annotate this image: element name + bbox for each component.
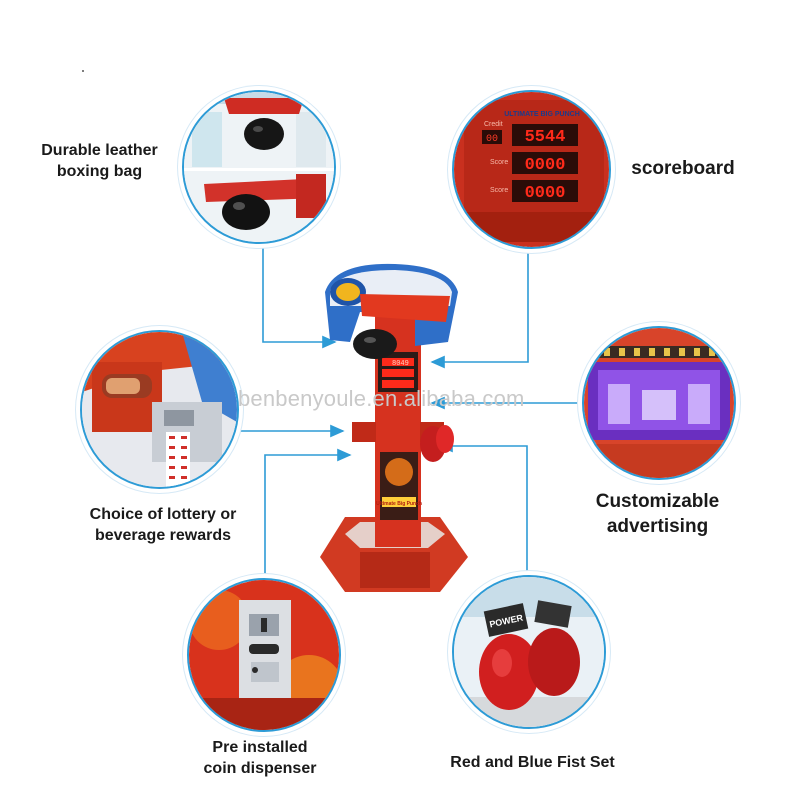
label-advertising-line-1: Customizable [595,491,720,512]
feature-image-scoreboard: ULTIMATE BIG PUNCH Credit 00 5544 Score … [452,90,611,249]
connector-bag [262,245,337,349]
scoreboard-value-1: 5544 [525,128,566,147]
label-bag-line-2: boxing bag [56,162,143,180]
label-bag-line-1: Durable leather [41,142,158,159]
label-bag: Durable leather boxing bag [22,141,177,183]
scoreboard-score-label-2: Score [490,187,508,194]
feature-image-bag [182,90,336,244]
label-scoreboard: scoreboard [618,157,748,182]
scoreboard-value-2: 0000 [525,156,566,175]
machine-front-title: Ultimate Big Punch [376,501,422,507]
scoreboard-title: ULTIMATE BIG PUNCH [504,111,580,118]
label-rewards-line-2: beverage rewards [94,526,232,544]
label-fists: Red and Blue Fist Set [430,753,635,774]
label-coin-line-2: coin dispenser [203,759,317,777]
mini-display: 8049 [392,360,409,368]
watermark-text: benbenyoule.en.alibaba.com [238,386,525,411]
machine-bag-icon [353,329,397,359]
scoreboard-credit-label: Credit [484,121,503,128]
scoreboard-score-label-1: Score [490,159,508,166]
label-fists-line-1: Red and Blue Fist Set [450,754,615,771]
label-rewards-line-1: Choice of lottery or [89,506,237,523]
label-coin: Pre installed coin dispenser [185,738,335,780]
connector-coin [264,448,352,575]
label-rewards: Choice of lottery or beverage rewards [63,505,263,547]
label-scoreboard-line-1: scoreboard [631,158,735,179]
stray-dot [82,70,84,72]
connector-scoreboard [430,245,529,369]
label-coin-line-1: Pre installed [212,739,308,756]
feature-image-fists: POWER [452,575,606,729]
scoreboard-value-3: 0000 [525,184,566,203]
boxing-machine-image: 8049 Ultimate Big Punch [320,263,468,592]
connector-fists [438,439,528,575]
label-advertising: Customizable advertising [575,490,740,539]
feature-image-advertising [582,326,736,480]
feature-image-coin [187,578,341,732]
feature-image-rewards [80,330,239,489]
scoreboard-credit-value: 00 [486,134,498,145]
label-advertising-line-2: advertising [606,515,709,537]
